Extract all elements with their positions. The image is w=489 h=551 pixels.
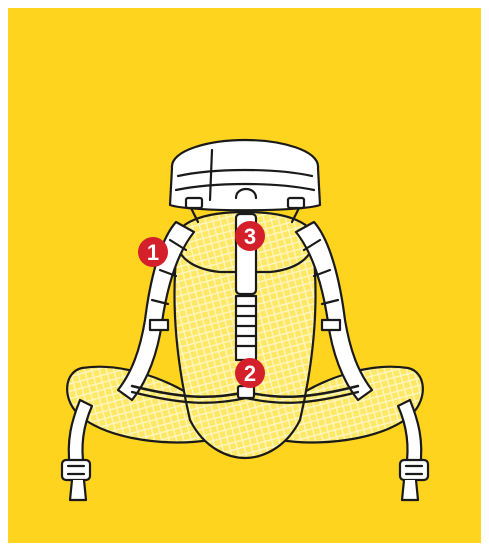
marker-3-label: 3 — [244, 224, 256, 249]
top-lid — [168, 138, 322, 212]
marker-1-label: 1 — [147, 240, 159, 265]
marker-1: 1 — [138, 237, 168, 267]
hip-webbing-left — [67, 398, 94, 470]
shoulder-strap-right — [294, 220, 374, 402]
buckle-right — [398, 458, 430, 482]
hip-webbing-right — [396, 398, 423, 470]
buckle-left — [60, 458, 92, 482]
illustration-panel: 1 2 3 — [8, 8, 481, 543]
shoulder-strap-left — [116, 220, 196, 402]
marker-3: 3 — [235, 221, 265, 251]
backpack-illustration: 1 2 3 — [60, 138, 430, 502]
marker-2: 2 — [235, 358, 265, 388]
marker-2-label: 2 — [244, 361, 256, 386]
